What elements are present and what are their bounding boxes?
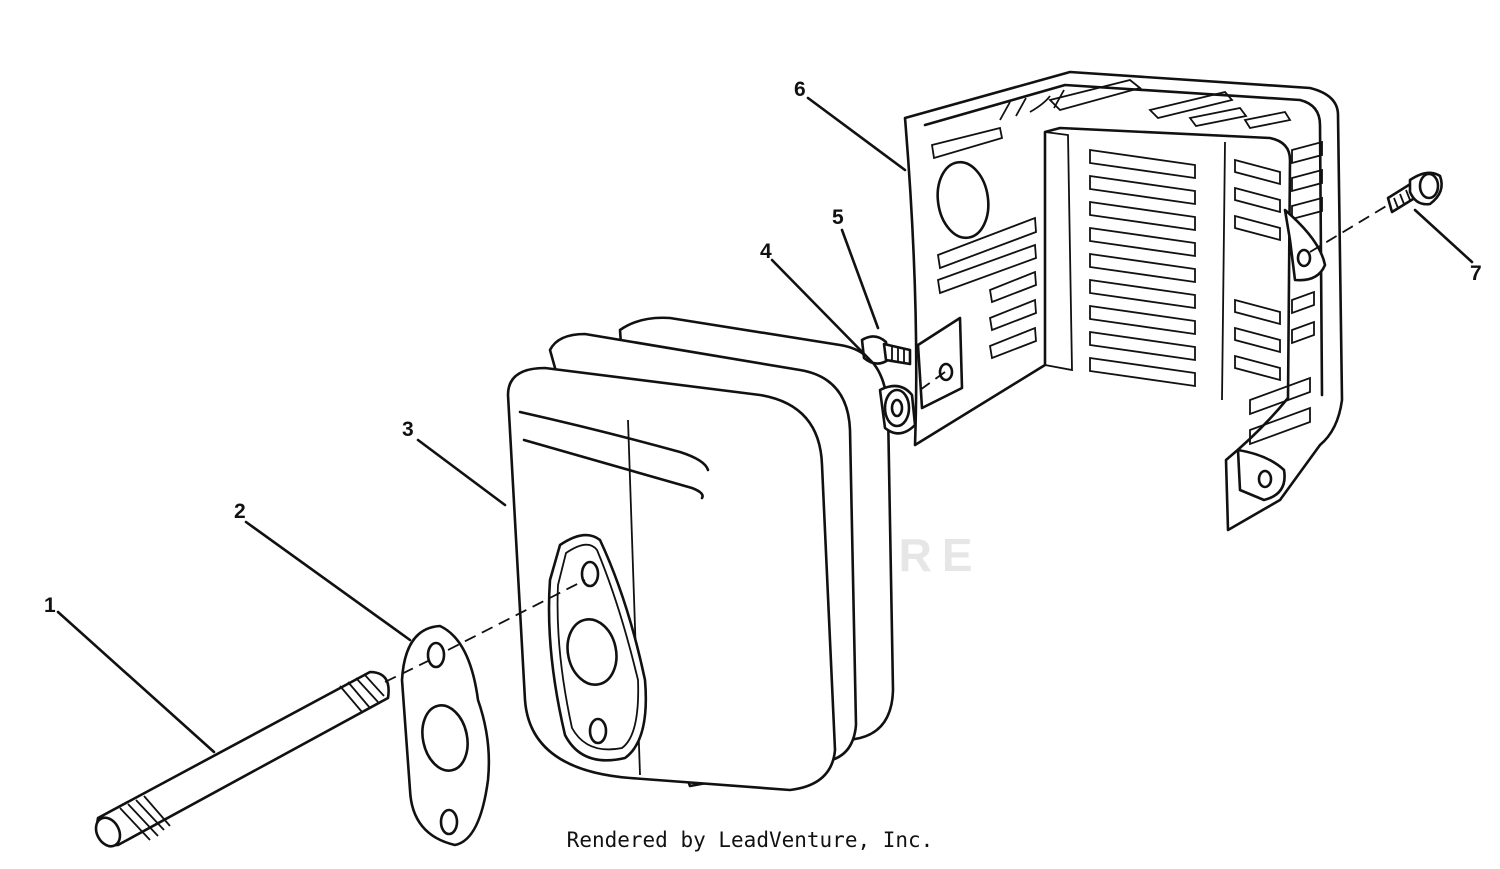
leader-line-6	[806, 96, 907, 172]
gasket-part	[400, 624, 491, 847]
leader-line-7	[1413, 208, 1474, 264]
leader-line-1	[56, 610, 216, 754]
leader-line-2	[244, 520, 412, 642]
muffler-guard-part	[903, 70, 1344, 532]
screw-part	[1386, 171, 1443, 214]
alignment-line-guard	[919, 371, 946, 391]
alignment-line-muffler	[447, 579, 586, 651]
washer-part	[878, 384, 917, 435]
muffler-part	[506, 316, 895, 792]
part-number-6: 6	[794, 78, 806, 101]
alignment-line-screw	[1309, 204, 1389, 253]
part-number-3: 3	[402, 418, 414, 441]
credit-text: Rendered by LeadVenture, Inc.	[566, 828, 934, 852]
leader-line-3	[416, 438, 507, 507]
part-number-2: 2	[234, 500, 246, 523]
part-number-4: 4	[760, 240, 772, 263]
part-number-5: 5	[832, 206, 844, 229]
pipe-nipple-part	[94, 670, 390, 848]
leader-line-5	[840, 228, 880, 330]
part-number-1: 1	[44, 594, 56, 617]
alignment-line-gasket	[384, 659, 431, 683]
part-number-7: 7	[1470, 262, 1482, 285]
leader-line-4	[770, 258, 874, 364]
